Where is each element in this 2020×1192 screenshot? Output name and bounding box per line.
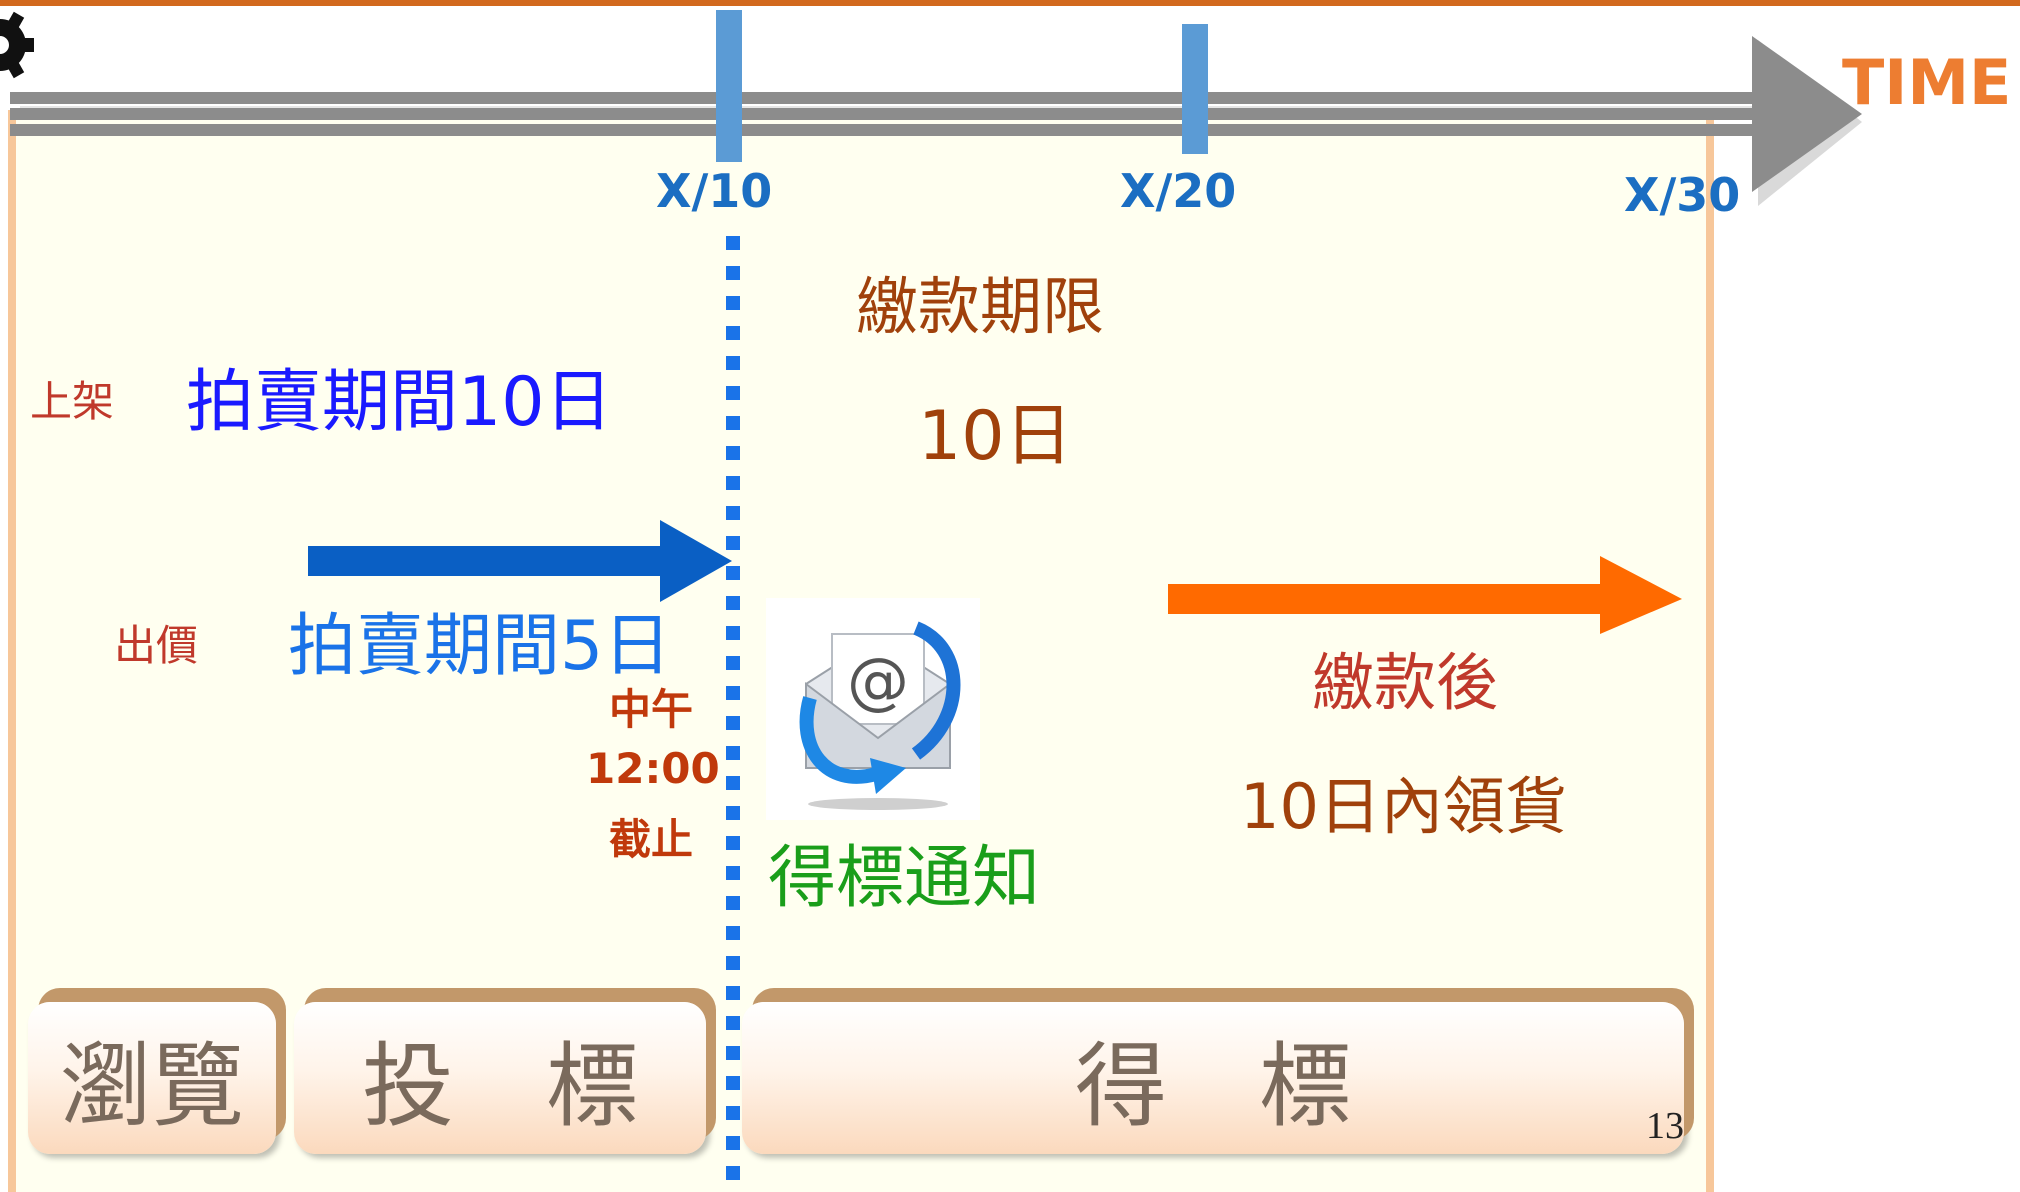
gear-icon [0,11,34,79]
stage-tab-award: 得 標 [742,1002,1684,1154]
deadline-cutoff: 截止 [608,815,693,864]
date-label-x10: X/10 [656,164,773,218]
time-axis-label: TIME [1842,46,2012,119]
pickup-within-days: 10日內領貨 [1240,770,1567,843]
dotted-divider-x10 [726,236,740,1180]
page-number: 13 [1646,1105,1684,1147]
tick-x20 [1182,24,1208,154]
pickup-after-payment: 繳款後 [1312,646,1499,719]
bid-period-arrow [308,520,732,602]
date-label-x30: X/30 [1624,168,1741,222]
email-notification-card: @ [766,598,980,820]
tick-x10 [716,10,742,162]
bidding-label: 出價 [114,621,199,670]
svg-text:@: @ [847,644,909,717]
listing-label: 上架 [30,377,115,426]
time-axis [10,10,1862,206]
bidding-period: 拍賣期間5日 [288,607,672,686]
email-envelope-icon: @ [799,621,961,810]
payment-days: 10日 [918,397,1073,476]
payment-title: 繳款期限 [856,270,1105,343]
pickup-arrow [1168,556,1682,634]
stage-tab-browse: 瀏覽 [28,1002,276,1154]
stage-tab-bid: 投 標 [294,1002,706,1154]
top-border-line [0,0,2020,6]
time-arrow-head [1752,36,1862,192]
deadline-time: 12:00 [586,744,720,793]
date-label-x20: X/20 [1120,164,1237,218]
award-notification-label: 得標通知 [768,839,1041,918]
listing-period: 拍賣期間10日 [186,363,613,442]
deadline-noon: 中午 [608,685,693,734]
